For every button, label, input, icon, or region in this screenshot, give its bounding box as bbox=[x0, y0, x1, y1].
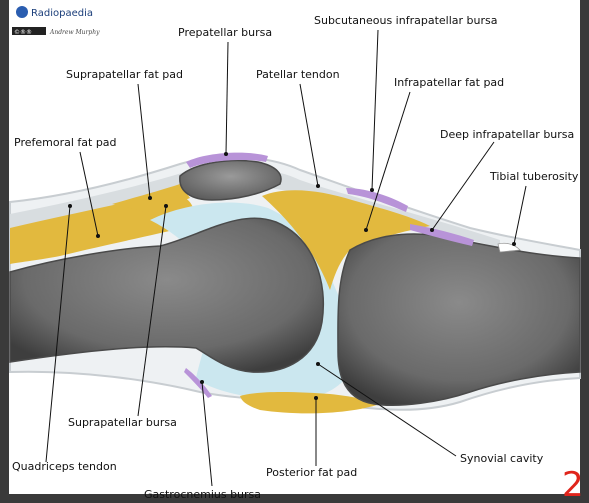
label-posterior-fat-pad: Posterior fat pad bbox=[266, 466, 357, 479]
radiopaedia-logo: Radiopaedia ©®® Andrew Murphy bbox=[12, 6, 100, 36]
label-suprapatellar-fat-pad: Suprapatellar fat pad bbox=[66, 68, 183, 81]
label-prefemoral-fat-pad: Prefemoral fat pad bbox=[14, 136, 117, 149]
frame-bottom-edge bbox=[0, 494, 589, 503]
frame-right-edge bbox=[580, 0, 589, 503]
brand-author: Andrew Murphy bbox=[49, 29, 100, 36]
label-quadriceps-tendon: Quadriceps tendon bbox=[12, 460, 117, 473]
label-synovial-cavity: Synovial cavity bbox=[460, 452, 544, 465]
label-subcutaneous-infrapatellar-bursa: Subcutaneous infrapatellar bursa bbox=[314, 14, 497, 27]
label-deep-infrapatellar-bursa: Deep infrapatellar bursa bbox=[440, 128, 574, 141]
label-patellar-tendon: Patellar tendon bbox=[256, 68, 340, 81]
label-suprapatellar-bursa: Suprapatellar bursa bbox=[68, 416, 177, 429]
frame-left-edge bbox=[0, 0, 9, 503]
radiopaedia-logo-icon bbox=[16, 6, 28, 18]
label-infrapatellar-fat-pad: Infrapatellar fat pad bbox=[394, 76, 504, 89]
page-number: 2 bbox=[562, 465, 584, 503]
label-prepatellar-bursa: Prepatellar bursa bbox=[178, 26, 272, 39]
brand-site-name: Radiopaedia bbox=[31, 8, 93, 19]
label-gastrocnemius-bursa: Gastrocnemius bursa bbox=[144, 488, 261, 501]
label-tibial-tuberosity: Tibial tuberosity bbox=[489, 170, 579, 183]
license-badge-text: ©®® bbox=[14, 29, 32, 36]
